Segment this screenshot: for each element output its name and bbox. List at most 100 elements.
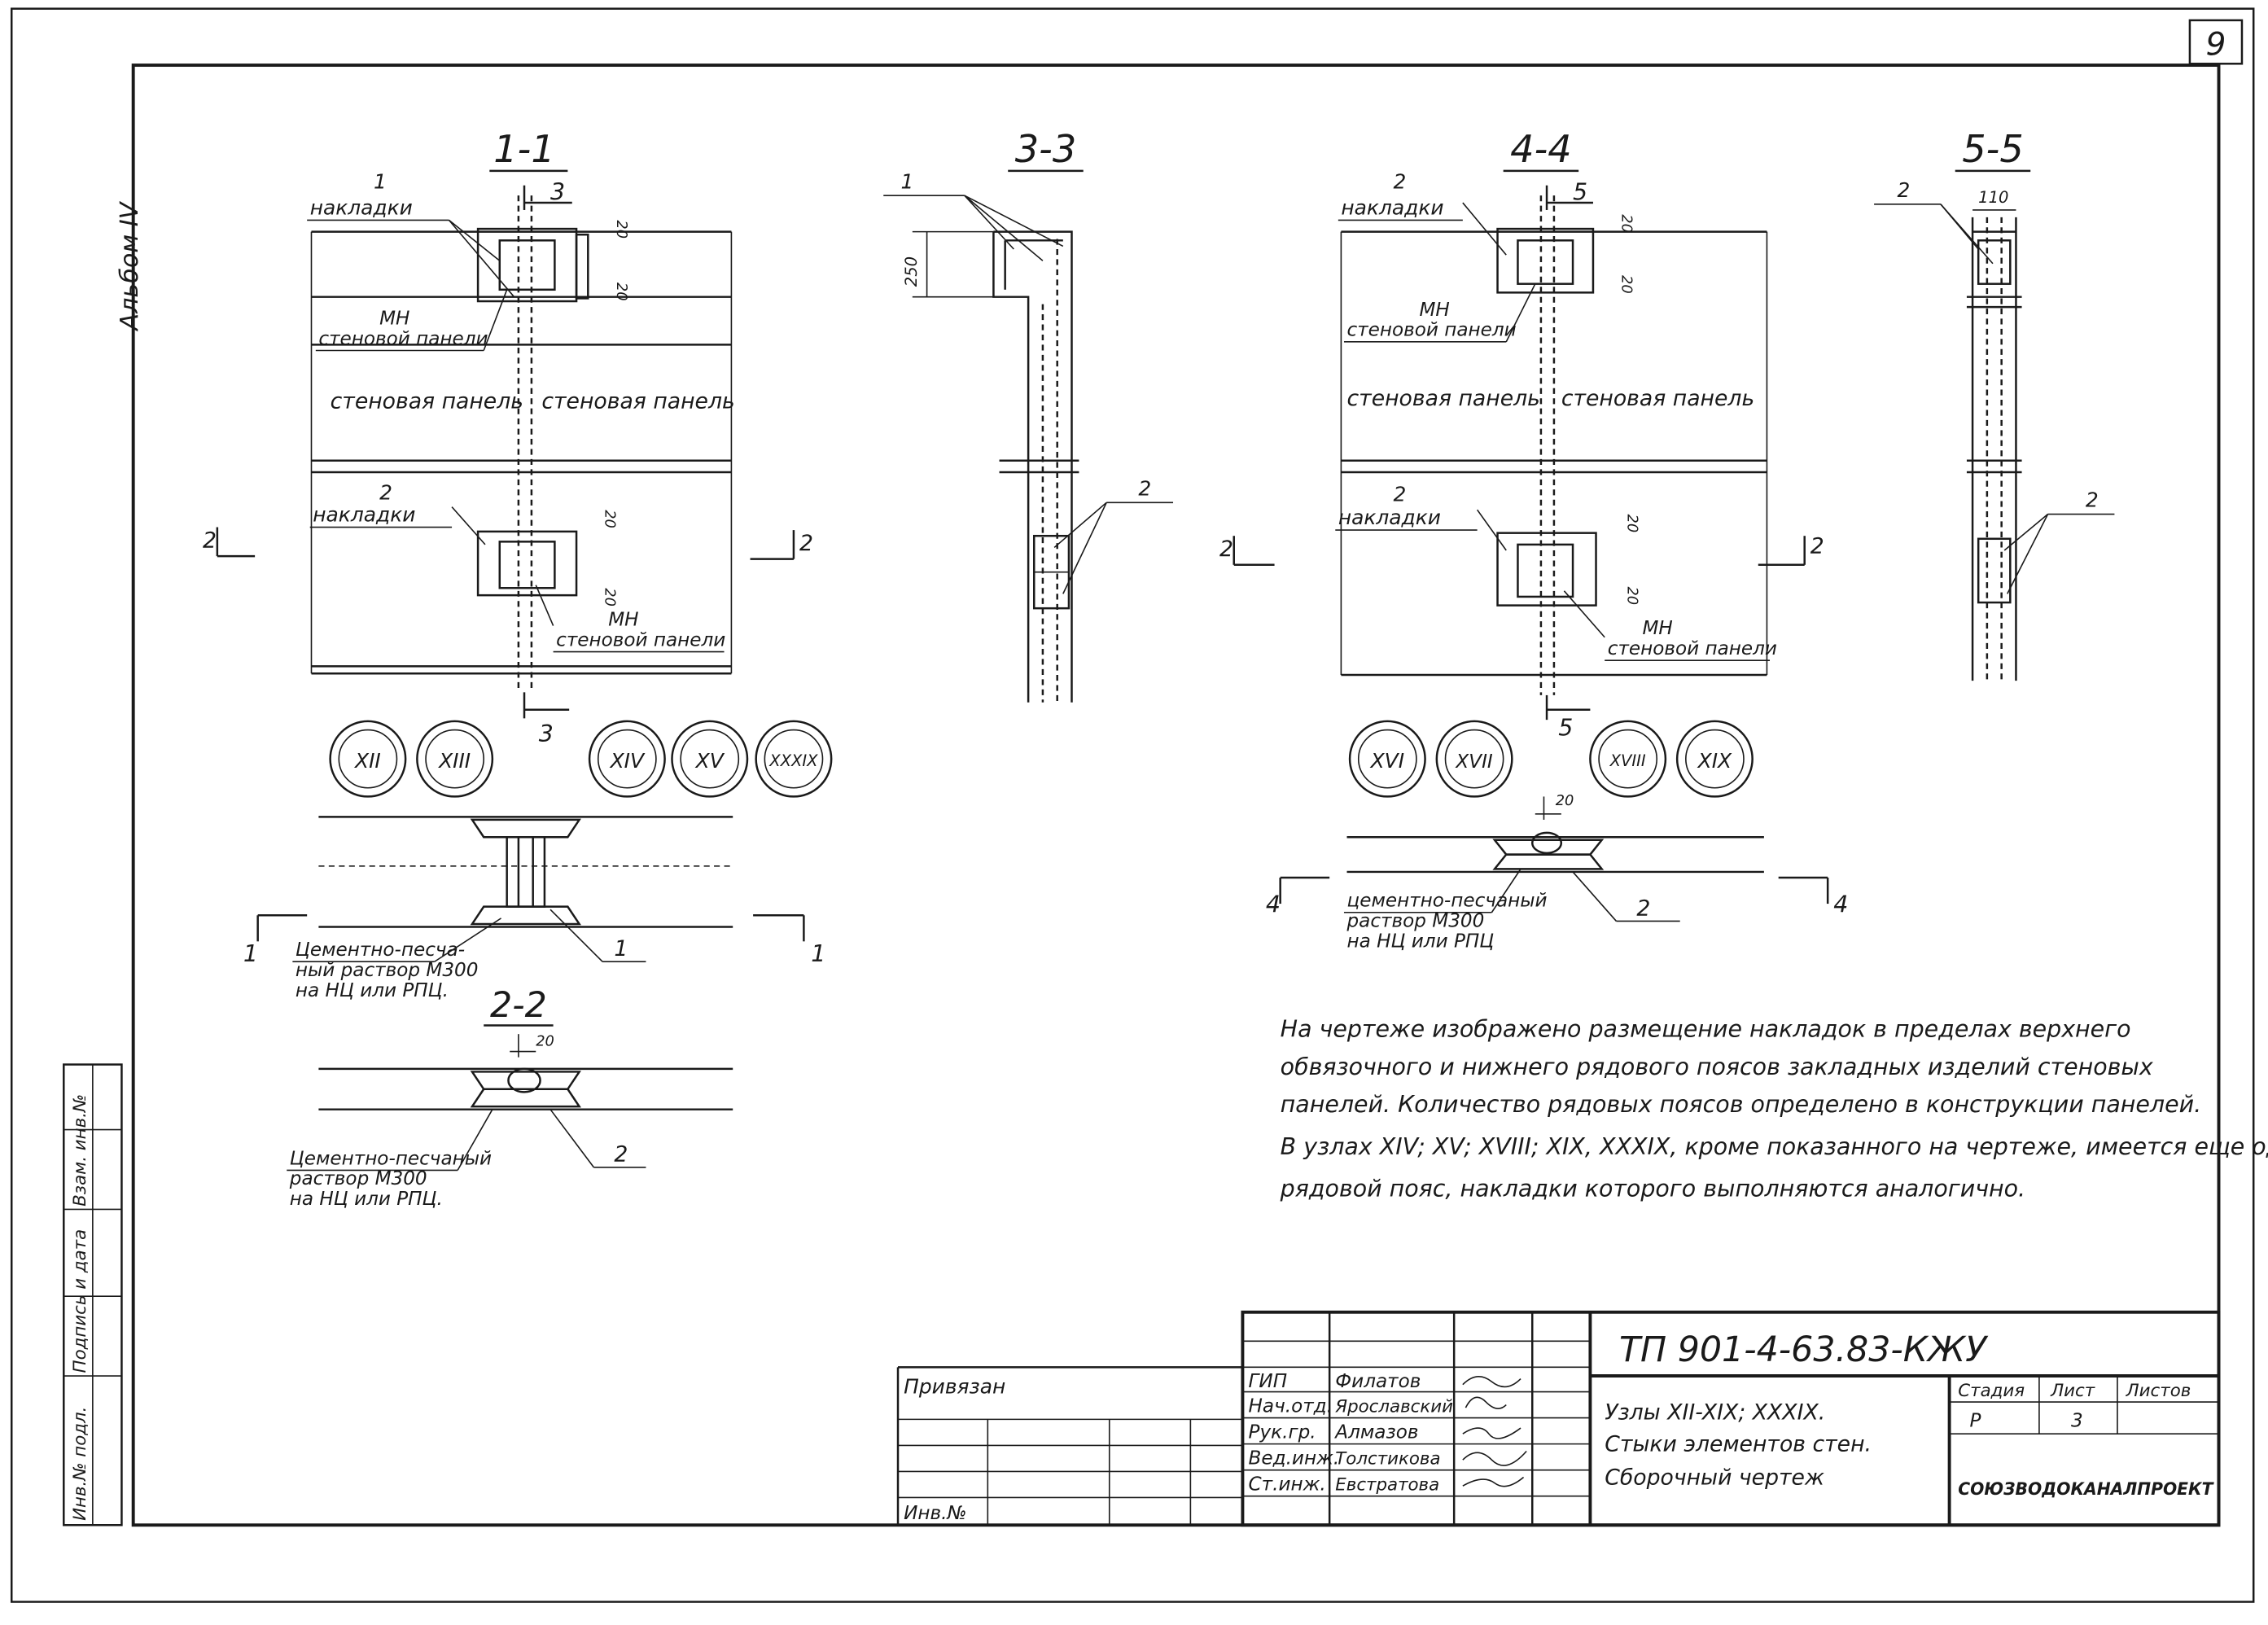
node-circle-xvii: XVII: [1435, 720, 1513, 798]
side-stamp: Инв.№ подл. Подпись и дата Взам. инв.№: [63, 1063, 123, 1526]
mortar-22-line1: Цементно-песчаный: [290, 1148, 492, 1169]
mortar-44-line1: цементно-песчаный: [1347, 891, 1548, 912]
label-pad2-num: 2: [379, 481, 392, 505]
label-mn3-sub: стеновой панели: [1347, 320, 1517, 341]
stamp-stage-h: Стадия: [1958, 1381, 2025, 1401]
s55-dim-110: 110: [1978, 188, 2008, 207]
mortar-11-line2: ный раствор М300: [296, 960, 479, 981]
s55-lead-2: 2: [2086, 488, 2099, 512]
stamp-name-0: Филатов: [1335, 1371, 1421, 1392]
stamp-code: ТП 901-4-63.83-КЖУ: [1619, 1329, 1989, 1370]
node-circle-xviii: XVIII: [1589, 720, 1667, 798]
node-circle-xvi: XVI: [1348, 720, 1426, 798]
mortar-11-line1: Цементно-песча-: [296, 940, 465, 961]
note-line-4: В узлах XIV; XV; XVIII; XIX, XXXIX, кром…: [1281, 1133, 2268, 1160]
dim-20-e: 20: [1618, 214, 1635, 233]
marker-2-left-4: 2: [1219, 537, 1233, 562]
node-label-xv: XV: [694, 749, 725, 773]
stamp-attached: Привязан: [904, 1374, 1005, 1398]
node-circle-xii: XII: [329, 720, 407, 798]
general-note: На чертеже изображено размещение накладо…: [1280, 1016, 2268, 1202]
section-3-3: 3-3 1 250 2: [883, 127, 1174, 703]
section-2-2-title: 2-2: [490, 985, 547, 1026]
node-label-xviii: XVIII: [1609, 751, 1646, 770]
node-circle-xiii: XIII: [416, 720, 494, 798]
node-label-xvi: XVI: [1369, 749, 1404, 773]
label-pad4-num: 2: [1393, 483, 1406, 506]
signatures: [1462, 1376, 1527, 1487]
stamp-role-1: Нач.отд.: [1249, 1395, 1333, 1417]
label-mn-top-sub: стеновой панели: [318, 328, 488, 349]
stamp-name-1: Ярославский: [1334, 1396, 1453, 1417]
sheet-frame: 9 Альбом IV: [10, 7, 2255, 1603]
stamp-stage: Р: [1970, 1410, 1981, 1431]
node-label-xxxix: XXXIX: [768, 751, 818, 770]
label-pad3-num: 2: [1393, 169, 1406, 193]
plan-mark-1-left: 1: [243, 940, 258, 967]
stamp-role-4: Ст.инж.: [1249, 1474, 1326, 1496]
s33-lead-2: 2: [1138, 476, 1151, 500]
cut-mark-top-5: 5: [1573, 178, 1587, 205]
dim-20-22: 20: [536, 1032, 554, 1049]
lead-44: 2: [1636, 896, 1650, 921]
stamp-role-0: ГИП: [1249, 1371, 1288, 1392]
stamp-title-1: Узлы XII-XIX; XXXIX.: [1605, 1399, 1825, 1425]
label-mn-bottom-sub: стеновой панели: [556, 629, 725, 650]
node-circle-xxxix: XXXIX: [755, 720, 833, 798]
label-wall-panel-left: стеновая панель: [331, 389, 523, 414]
mortar-44-line3: на НЦ или РПЦ: [1347, 931, 1495, 952]
stamp-name-4: Евстратова: [1335, 1475, 1439, 1496]
marker-2-right-4: 2: [1810, 534, 1824, 559]
plan-section-4-4: 20 4 4 цементно-песчаный раствор М300 на…: [1266, 792, 1848, 952]
label-mn4: МН: [1642, 618, 1672, 639]
node-label-xiv: XIV: [609, 749, 646, 773]
dim-20-f: 20: [1618, 275, 1635, 294]
album-label: Альбом IV: [116, 200, 144, 331]
stamp-name-2: Алмазов: [1333, 1422, 1418, 1443]
stamp-sheet-h: Лист: [2050, 1381, 2095, 1401]
node-label-xii: XII: [353, 749, 381, 773]
node-label-xvii: XVII: [1455, 751, 1492, 773]
s33-lead-1: 1: [901, 169, 914, 193]
node-label-xix: XIX: [1697, 749, 1732, 773]
plan-mark-4-right: 4: [1833, 891, 1848, 918]
stamp-org: СОЮЗВОДОКАНАЛПРОЕКТ: [1958, 1479, 2213, 1500]
page-number: 9: [2206, 27, 2226, 64]
cut-mark-top-3: 3: [550, 178, 565, 205]
side-stamp-replace: Взам. инв.№: [70, 1094, 90, 1207]
plan-section-2-2: 2-2 20 Цементно-песчаный раствор М300 на…: [287, 985, 733, 1210]
title-block: Привязан Инв.№ ГИП Филатов Нач.отд. Ярос…: [896, 1310, 2221, 1527]
dim-20-b: 20: [613, 283, 630, 301]
section-3-3-title: 3-3: [1015, 127, 1077, 171]
section-1-1: 1-1 20 20 20 20 1 накладки МН стеновой п…: [203, 127, 813, 747]
section-4-4: 4-4 20 20 20 20 2 накладки МН стеновой п…: [1219, 127, 1824, 741]
note-line-3: панелей. Количество рядовых поясов опред…: [1281, 1091, 2201, 1118]
lead-22: 2: [614, 1142, 628, 1167]
dim-20-h: 20: [1624, 586, 1641, 605]
section-1-1-title: 1-1: [493, 127, 555, 171]
label-pad1-text: накладки: [310, 195, 413, 219]
lead-11: 1: [614, 936, 628, 961]
plan-section-1-1: 1 1 Цементно-песча- ный раствор М300 на …: [243, 816, 825, 1001]
stamp-sheet: 3: [2071, 1410, 2083, 1431]
section-4-4-title: 4-4: [1510, 127, 1572, 171]
label-pad3-text: накладки: [1341, 195, 1443, 219]
dim-20-44: 20: [1556, 792, 1574, 809]
node-circle-xiv: XIV: [588, 720, 666, 798]
stamp-role-2: Рук.гр.: [1249, 1422, 1316, 1443]
side-stamp-sign: Подпись и дата: [70, 1229, 90, 1373]
section-5-5-title: 5-5: [1962, 127, 2024, 171]
note-line-1: На чертеже изображено размещение накладо…: [1281, 1016, 2131, 1043]
s33-dim-250: 250: [902, 256, 921, 287]
cut-mark-bottom-3: 3: [539, 721, 554, 747]
plan-mark-4-left: 4: [1266, 891, 1281, 918]
dim-20-d: 20: [602, 588, 619, 607]
label-mn-top: МН: [379, 308, 409, 329]
dim-20-a: 20: [613, 220, 630, 239]
stamp-name-3: Толстикова: [1335, 1449, 1440, 1470]
label-wall-panel-4l: стеновая панель: [1347, 386, 1540, 411]
s55-lead-1: 2: [1898, 178, 1911, 202]
label-mn4-sub: стеновой панели: [1608, 638, 1777, 659]
node-circles: XII XIII XIV XV XXXIX XVI XVII XVIII: [329, 720, 1754, 798]
note-line-5: рядовой пояс, накладки которого выполняю…: [1280, 1175, 2025, 1202]
